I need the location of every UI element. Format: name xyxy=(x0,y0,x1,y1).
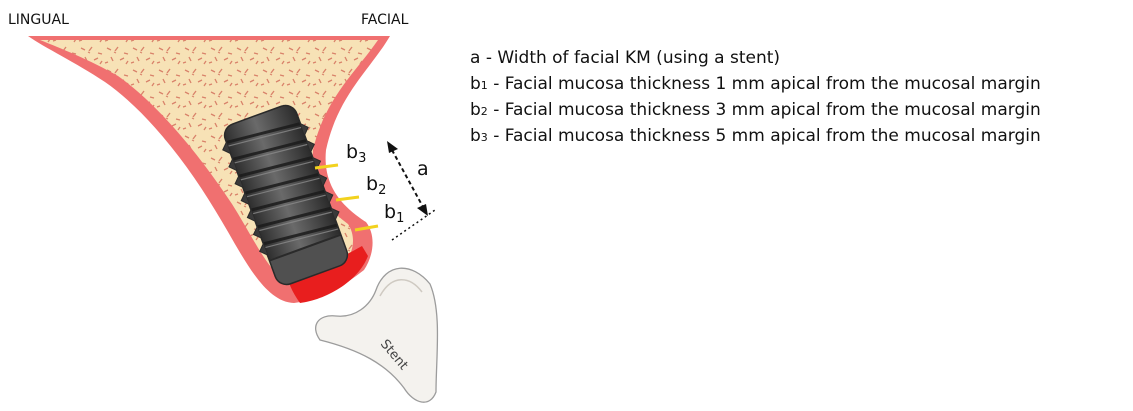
lingual-label: LINGUAL xyxy=(8,12,69,28)
b3-label: b3 xyxy=(346,141,366,166)
facial-label: FACIAL xyxy=(361,12,409,28)
b1-label: b1 xyxy=(384,201,404,226)
legend-item-b3: b3 - Facial mucosa thickness 5 mm apical… xyxy=(470,124,1130,150)
legend-item-a: a - Width of facial KM (using a stent) xyxy=(470,46,1130,72)
legend: a - Width of facial KM (using a stent) b… xyxy=(470,46,1130,150)
legend-item-b2: b2 - Facial mucosa thickness 3 mm apical… xyxy=(470,98,1130,124)
b2-label: b2 xyxy=(366,173,386,198)
b2-measure-line xyxy=(336,197,359,200)
a-label: a xyxy=(417,158,429,180)
legend-item-b1: b1 - Facial mucosa thickness 1 mm apical… xyxy=(470,72,1130,98)
